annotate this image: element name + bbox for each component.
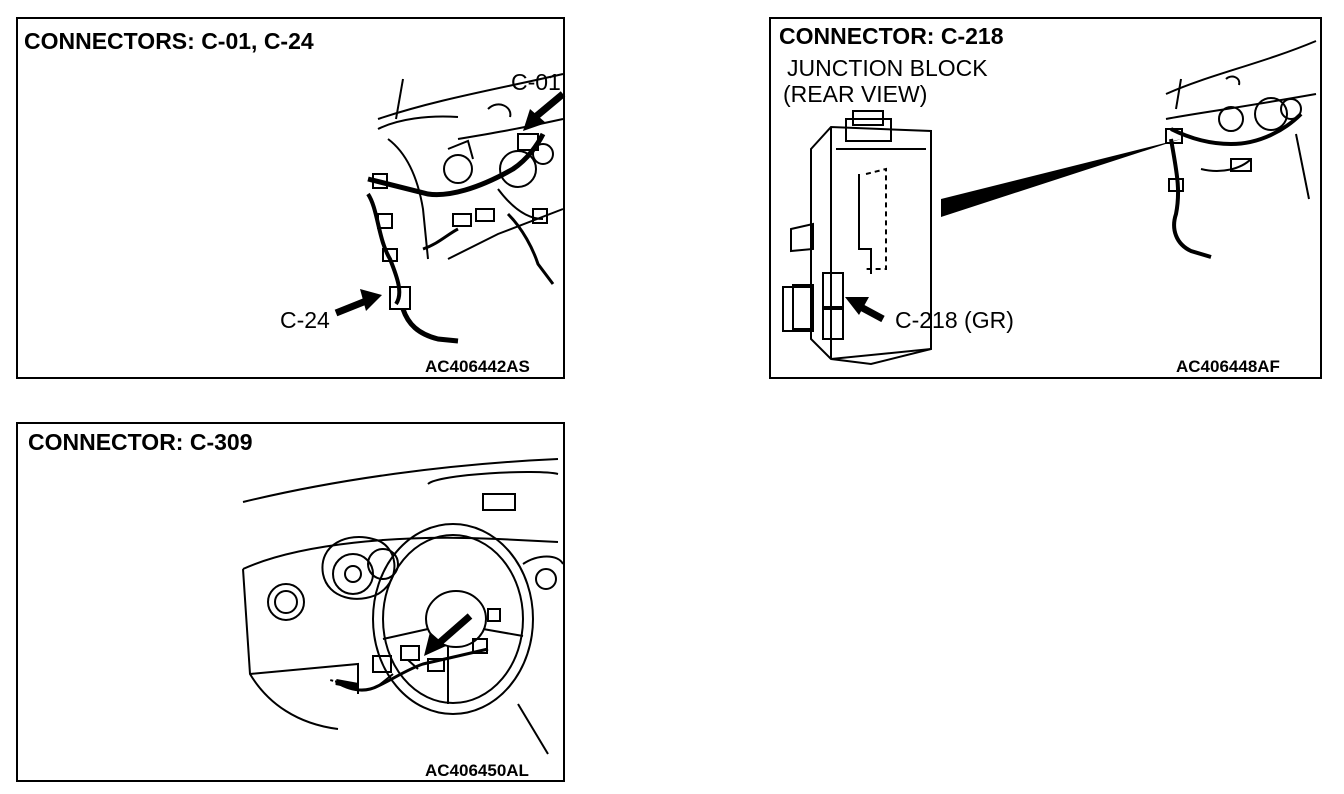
figure-code: AC406450AL — [425, 761, 529, 780]
connector-panel-c01-c24: CONNECTORS: C-01, C-24 — [16, 17, 565, 379]
panel-title: CONNECTORS: C-01, C-24 — [24, 28, 314, 54]
junction-block-label: JUNCTION BLOCK — [787, 55, 988, 81]
callout-c01: C-01 — [511, 69, 561, 95]
arrow-c01-icon — [523, 94, 563, 131]
location-pointer — [941, 139, 1181, 217]
arrow-c24-icon — [336, 289, 382, 313]
figure-code: AC406442AS — [425, 357, 530, 376]
callout-c24: C-24 — [280, 307, 330, 333]
arrow-c218-icon — [845, 297, 883, 319]
connector-panel-c218: CONNECTOR: C-218 JUNCTION BLOCK (REAR VI… — [769, 17, 1322, 379]
steering-wheel-illustration — [18, 424, 567, 784]
panel-title: CONNECTOR: C-309 — [28, 429, 253, 455]
junction-block-illustration — [771, 19, 1324, 381]
dashboard-harness-illustration — [18, 19, 567, 381]
rear-view-label: (REAR VIEW) — [783, 81, 928, 107]
panel-title: CONNECTOR: C-218 — [779, 23, 1004, 49]
connector-panel-c309: CONNECTOR: C-309 — [16, 422, 565, 782]
figure-code: AC406448AF — [1176, 357, 1280, 376]
arrow-c309-icon — [424, 616, 470, 656]
callout-c218: C-218 (GR) — [895, 307, 1014, 333]
